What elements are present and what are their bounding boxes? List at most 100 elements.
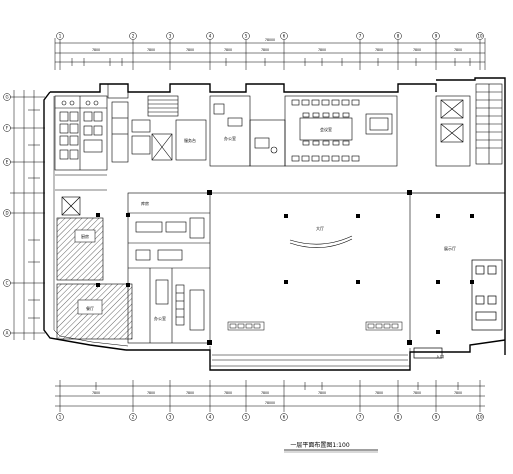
top-axis-marker: 7 xyxy=(356,32,364,40)
svg-text:4: 4 xyxy=(209,34,212,39)
room-label-restaurant: 餐厅 xyxy=(86,305,94,311)
svg-text:2: 2 xyxy=(132,415,135,420)
room-label-meeting: 会议室 xyxy=(320,126,332,132)
top-axis-marker: 2 xyxy=(129,32,137,40)
svg-text:8: 8 xyxy=(397,34,400,39)
top-axis-marker: 6 xyxy=(280,32,288,40)
svg-text:6: 6 xyxy=(283,415,286,420)
left-axis-marker: E xyxy=(3,158,11,166)
svg-text:E: E xyxy=(6,160,9,165)
span-label: 7800 xyxy=(147,391,155,395)
bottom-axis-marker: 6 xyxy=(280,413,288,421)
span-label: 7800 xyxy=(147,48,155,52)
svg-text:7: 7 xyxy=(359,34,362,39)
left-axis-marker: G xyxy=(3,93,11,101)
left-axis-markers: G F E D C A xyxy=(3,93,11,337)
bottom-axis-marker: 8 xyxy=(394,413,402,421)
span-label: 7800 xyxy=(224,48,232,52)
span-label: 7800 xyxy=(375,391,383,395)
left-axis-marker: A xyxy=(3,329,11,337)
left-dimension-lines xyxy=(10,90,45,340)
span-label: 7800 xyxy=(186,391,194,395)
svg-text:4: 4 xyxy=(209,415,212,420)
span-label: 7800 xyxy=(261,391,269,395)
svg-text:1: 1 xyxy=(59,34,62,39)
span-label: 7800 xyxy=(454,48,462,52)
svg-text:5: 5 xyxy=(245,34,248,39)
top-axis-marker: 5 xyxy=(242,32,250,40)
bottom-axis-markers: 1 2 3 4 5 6 7 8 9 10 xyxy=(56,413,484,421)
top-dimension-ticks xyxy=(59,40,481,70)
left-axis-marker: C xyxy=(3,279,11,287)
top-axis-marker: 3 xyxy=(166,32,174,40)
stair-and-service xyxy=(107,83,207,163)
top-axis-marker: 1 xyxy=(56,32,64,40)
span-label: 7800 xyxy=(413,391,421,395)
room-label-service-desk: 服务台 xyxy=(184,137,196,143)
top-dimension-lines xyxy=(54,38,486,70)
span-label: 7800 xyxy=(413,48,421,52)
room-label-office-2: 办公室 xyxy=(154,315,166,321)
svg-text:8: 8 xyxy=(397,415,400,420)
svg-text:G: G xyxy=(5,95,8,100)
storage-block xyxy=(127,192,211,344)
room-label-entrance: 入口 xyxy=(436,354,444,359)
span-label: 7800 xyxy=(318,48,326,52)
bottom-span-labels: 7800 7800 7800 7800 7800 7800 7800 7800 … xyxy=(92,391,462,395)
top-axis-marker: 8 xyxy=(394,32,402,40)
span-label: 7800 xyxy=(186,48,194,52)
room-label-hall: 大厅 xyxy=(316,225,324,231)
span-label: 7800 xyxy=(318,391,326,395)
svg-text:10: 10 xyxy=(477,34,483,39)
top-axis-marker: 9 xyxy=(432,32,440,40)
span-label: 7800 xyxy=(92,48,100,52)
bottom-axis-marker: 3 xyxy=(166,413,174,421)
meeting-room xyxy=(284,95,398,167)
top-axis-markers: 1 2 3 4 5 6 7 8 9 10 xyxy=(56,32,484,40)
top-span-labels: 7800 7800 7800 7800 7800 7800 7800 7800 … xyxy=(92,48,462,52)
left-axis-marker: F xyxy=(3,124,11,132)
svg-text:1: 1 xyxy=(59,415,62,420)
hall-seating xyxy=(227,321,403,331)
bottom-axis-marker: 1 xyxy=(56,413,64,421)
svg-text:7: 7 xyxy=(359,415,362,420)
svg-text:F: F xyxy=(6,126,9,131)
bottom-dimension-lines xyxy=(55,380,485,412)
top-axis-marker: 10 xyxy=(476,32,484,40)
bottom-axis-marker: 4 xyxy=(206,413,214,421)
bottom-axis-marker: 9 xyxy=(432,413,440,421)
top-axis-marker: 4 xyxy=(206,32,214,40)
drawing-caption: 一层平面布置图1:100 xyxy=(290,441,349,449)
room-label-exhibition: 展示厅 xyxy=(444,245,456,251)
span-label: 7800 xyxy=(454,391,462,395)
total-dimension-bottom: 78000 xyxy=(265,401,275,405)
svg-text:2: 2 xyxy=(132,34,135,39)
bottom-axis-marker: 7 xyxy=(356,413,364,421)
bottom-axis-marker: 2 xyxy=(129,413,137,421)
corridor-left xyxy=(55,174,107,216)
svg-text:10: 10 xyxy=(477,415,483,420)
svg-text:9: 9 xyxy=(435,415,438,420)
span-label: 7800 xyxy=(375,48,383,52)
span-label: 7800 xyxy=(92,391,100,395)
room-label-kitchen: 厨房 xyxy=(81,233,89,239)
svg-text:9: 9 xyxy=(435,34,438,39)
svg-text:6: 6 xyxy=(283,34,286,39)
svg-text:C: C xyxy=(6,281,9,286)
span-label: 7800 xyxy=(224,391,232,395)
room-label-office-1: 办公室 xyxy=(224,135,236,141)
total-dimension-top: 78000 xyxy=(265,38,275,42)
room-label-storage: 库房 xyxy=(141,200,149,206)
span-label: 7800 xyxy=(261,48,269,52)
bottom-axis-marker: 10 xyxy=(476,413,484,421)
svg-text:3: 3 xyxy=(169,34,172,39)
bottom-axis-marker: 5 xyxy=(242,413,250,421)
svg-text:3: 3 xyxy=(169,415,172,420)
toilet-block xyxy=(54,95,108,171)
exhibition-hall xyxy=(410,192,505,359)
office-row-top xyxy=(209,95,286,167)
main-hall xyxy=(210,192,411,345)
core-right xyxy=(435,83,503,167)
svg-text:5: 5 xyxy=(245,415,248,420)
